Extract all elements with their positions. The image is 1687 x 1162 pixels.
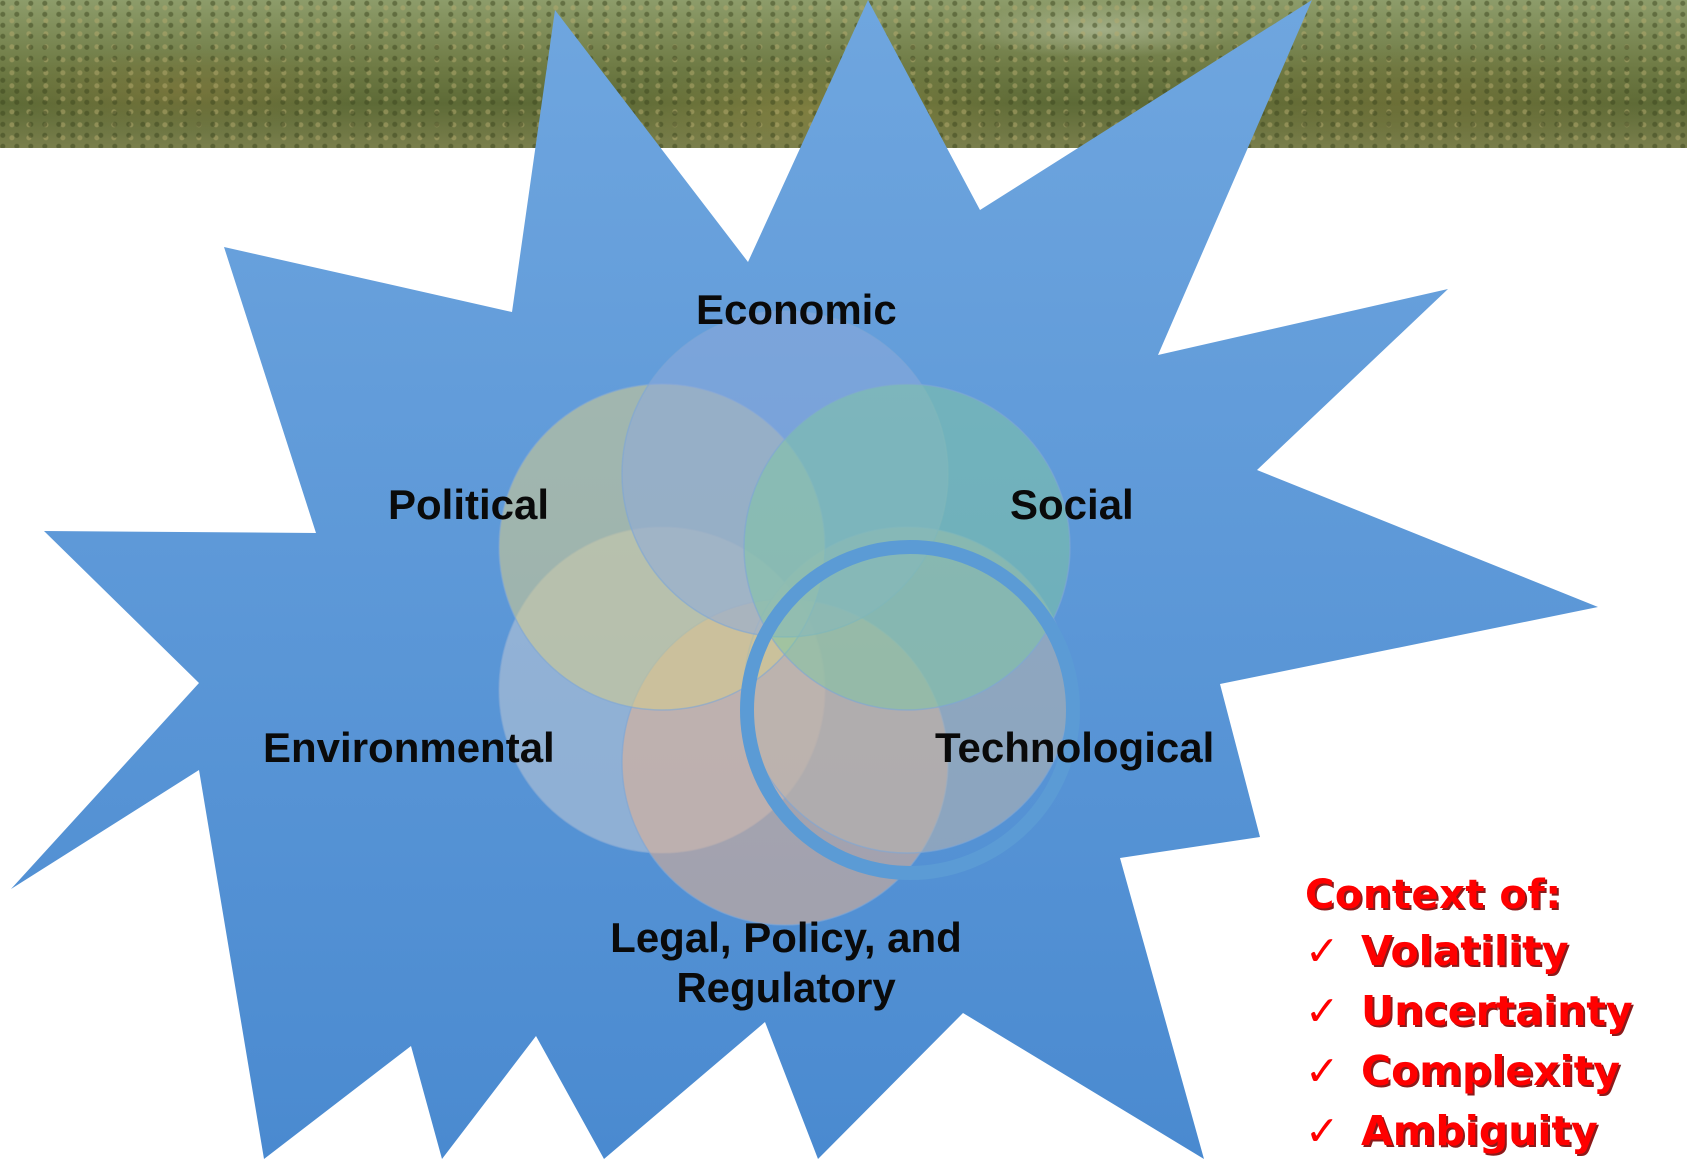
checkmark-icon: ✓ [1305, 1047, 1340, 1095]
context-list: ✓Volatility ✓Uncertainty ✓Complexity ✓Am… [1305, 922, 1633, 1162]
legal-policy-regulatory-label: Legal, Policy, and Regulatory [610, 914, 962, 1012]
economic-label: Economic [696, 286, 897, 333]
context-item-ambiguity: ✓Ambiguity [1305, 1102, 1633, 1162]
context-box: Context of: ✓Volatility ✓Uncertainty ✓Co… [1305, 872, 1633, 1162]
checkmark-icon: ✓ [1305, 927, 1340, 975]
environmental-label: Environmental [263, 724, 555, 771]
focus-ring [740, 540, 1080, 880]
context-title: Context of: [1305, 872, 1562, 918]
venn-circles [498, 310, 1071, 926]
political-label: Political [388, 481, 550, 528]
context-item-volatility: ✓Volatility [1305, 922, 1633, 982]
checkmark-icon: ✓ [1305, 1107, 1340, 1155]
context-item-uncertainty: ✓Uncertainty [1305, 982, 1633, 1042]
social-label: Social [1010, 481, 1134, 528]
checkmark-icon: ✓ [1305, 987, 1340, 1035]
technological-label: Technological [935, 724, 1215, 771]
context-item-complexity: ✓Complexity [1305, 1042, 1633, 1102]
